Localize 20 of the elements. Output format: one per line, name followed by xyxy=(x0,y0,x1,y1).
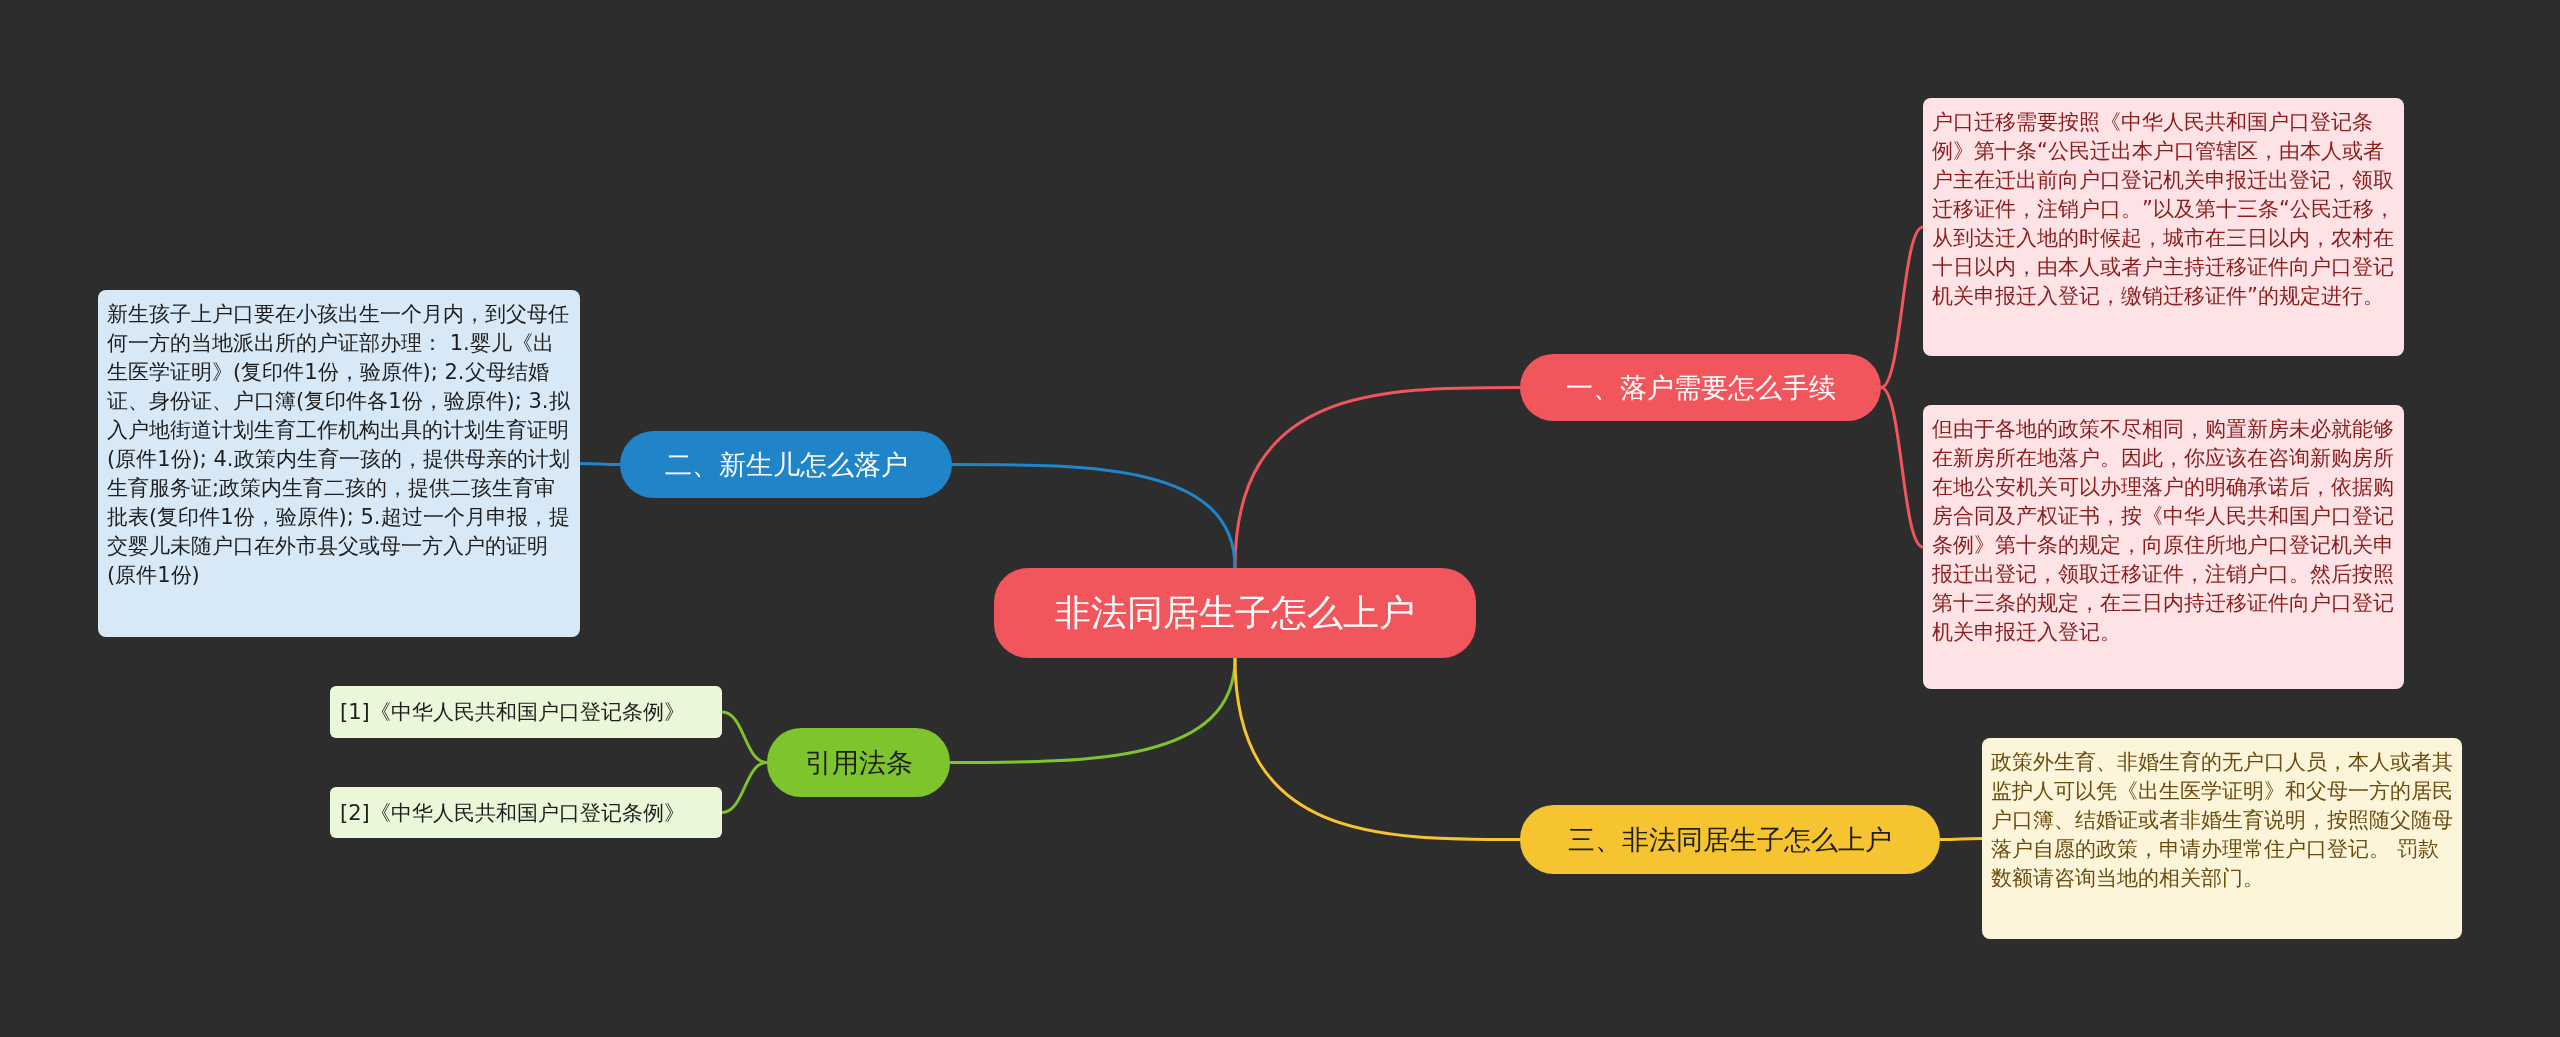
connector-line xyxy=(1880,225,1924,389)
note-card: 但由于各地的政策不尽相同，购置新房未必就能够在新房所在地落户。因此，你应该在咨询新购房所在地公安机关可以办理落户的明确承诺后，依据购房合同及产权证书，按《中华人民共和国户口登记条例》第十条的规定，向原住所地户口登记机关申报迁出登记，领取迁移证件，注销户口。然后按照第十三条的规定，在三日内持迁移证件向户口登记机关申报迁入登记。 xyxy=(1923,405,2404,689)
connector-line xyxy=(1233,657,1520,841)
note-card: 户口迁移需要按照《中华人民共和国户口登记条例》第十条“公民迁出本户口管辖区，由本人或者户主在迁出前向户口登记机关申报迁出登记，领取迁移证件，注销户口。”以及第十三条“公民迁移，从到达迁入地的时候起，城市在三日以内，农村在十日以内，由本人或者户主持迁移证件向户口登记机关申报迁入登记，缴销迁移证件”的规定进行。 xyxy=(1923,98,2404,356)
branch-topic: 二、新生儿怎么落户 xyxy=(620,431,952,498)
connector-line xyxy=(952,463,1237,569)
note-card: 新生孩子上户口要在小孩出生一个月内，到父母任何一方的当地派出所的户证部办理： 1.婴儿《出生医学证明》(复印件1份，验原件); 2.父母结婚证、身份证、户口簿(复印件各1份，验原件); 3.拟入户地街道计划生育工作机构出具的计划生育证明(原件1份); 4.政策内生育一孩的，提供母亲的计划生育服务证;政策内生育二孩的，提供二孩生育审批表(复印件1份，验原件); 5.超过一个月申报，提交婴儿未随户口在外市县父或母一方入户的证明(原件1份) xyxy=(98,290,580,637)
branch-topic: 三、非法同居生子怎么上户 xyxy=(1520,805,1940,874)
note-card: 政策外生育、非婚生育的无户口人员，本人或者其监护人可以凭《出生医学证明》和父母一方的居民户口簿、结婚证或者非婚生育说明，按照随父随母落户自愿的政策，申请办理常住户口登记。 罚款数额请咨询当地的相关部门。 xyxy=(1982,738,2462,939)
branch-topic: 一、落户需要怎么手续 xyxy=(1520,354,1881,421)
branch-topic: 引用法条 xyxy=(767,728,950,797)
connector-line xyxy=(1880,386,1924,549)
connector-line xyxy=(721,761,768,814)
connector-line xyxy=(950,657,1237,764)
reference-box: [1]《中华人民共和国户口登记条例》 xyxy=(330,686,722,738)
connector-line xyxy=(1233,386,1520,569)
connector-line xyxy=(580,462,620,466)
connector-line xyxy=(1940,837,1982,841)
central-topic: 非法同居生子怎么上户 xyxy=(994,568,1476,658)
reference-box: [2]《中华人民共和国户口登记条例》 xyxy=(330,787,722,838)
